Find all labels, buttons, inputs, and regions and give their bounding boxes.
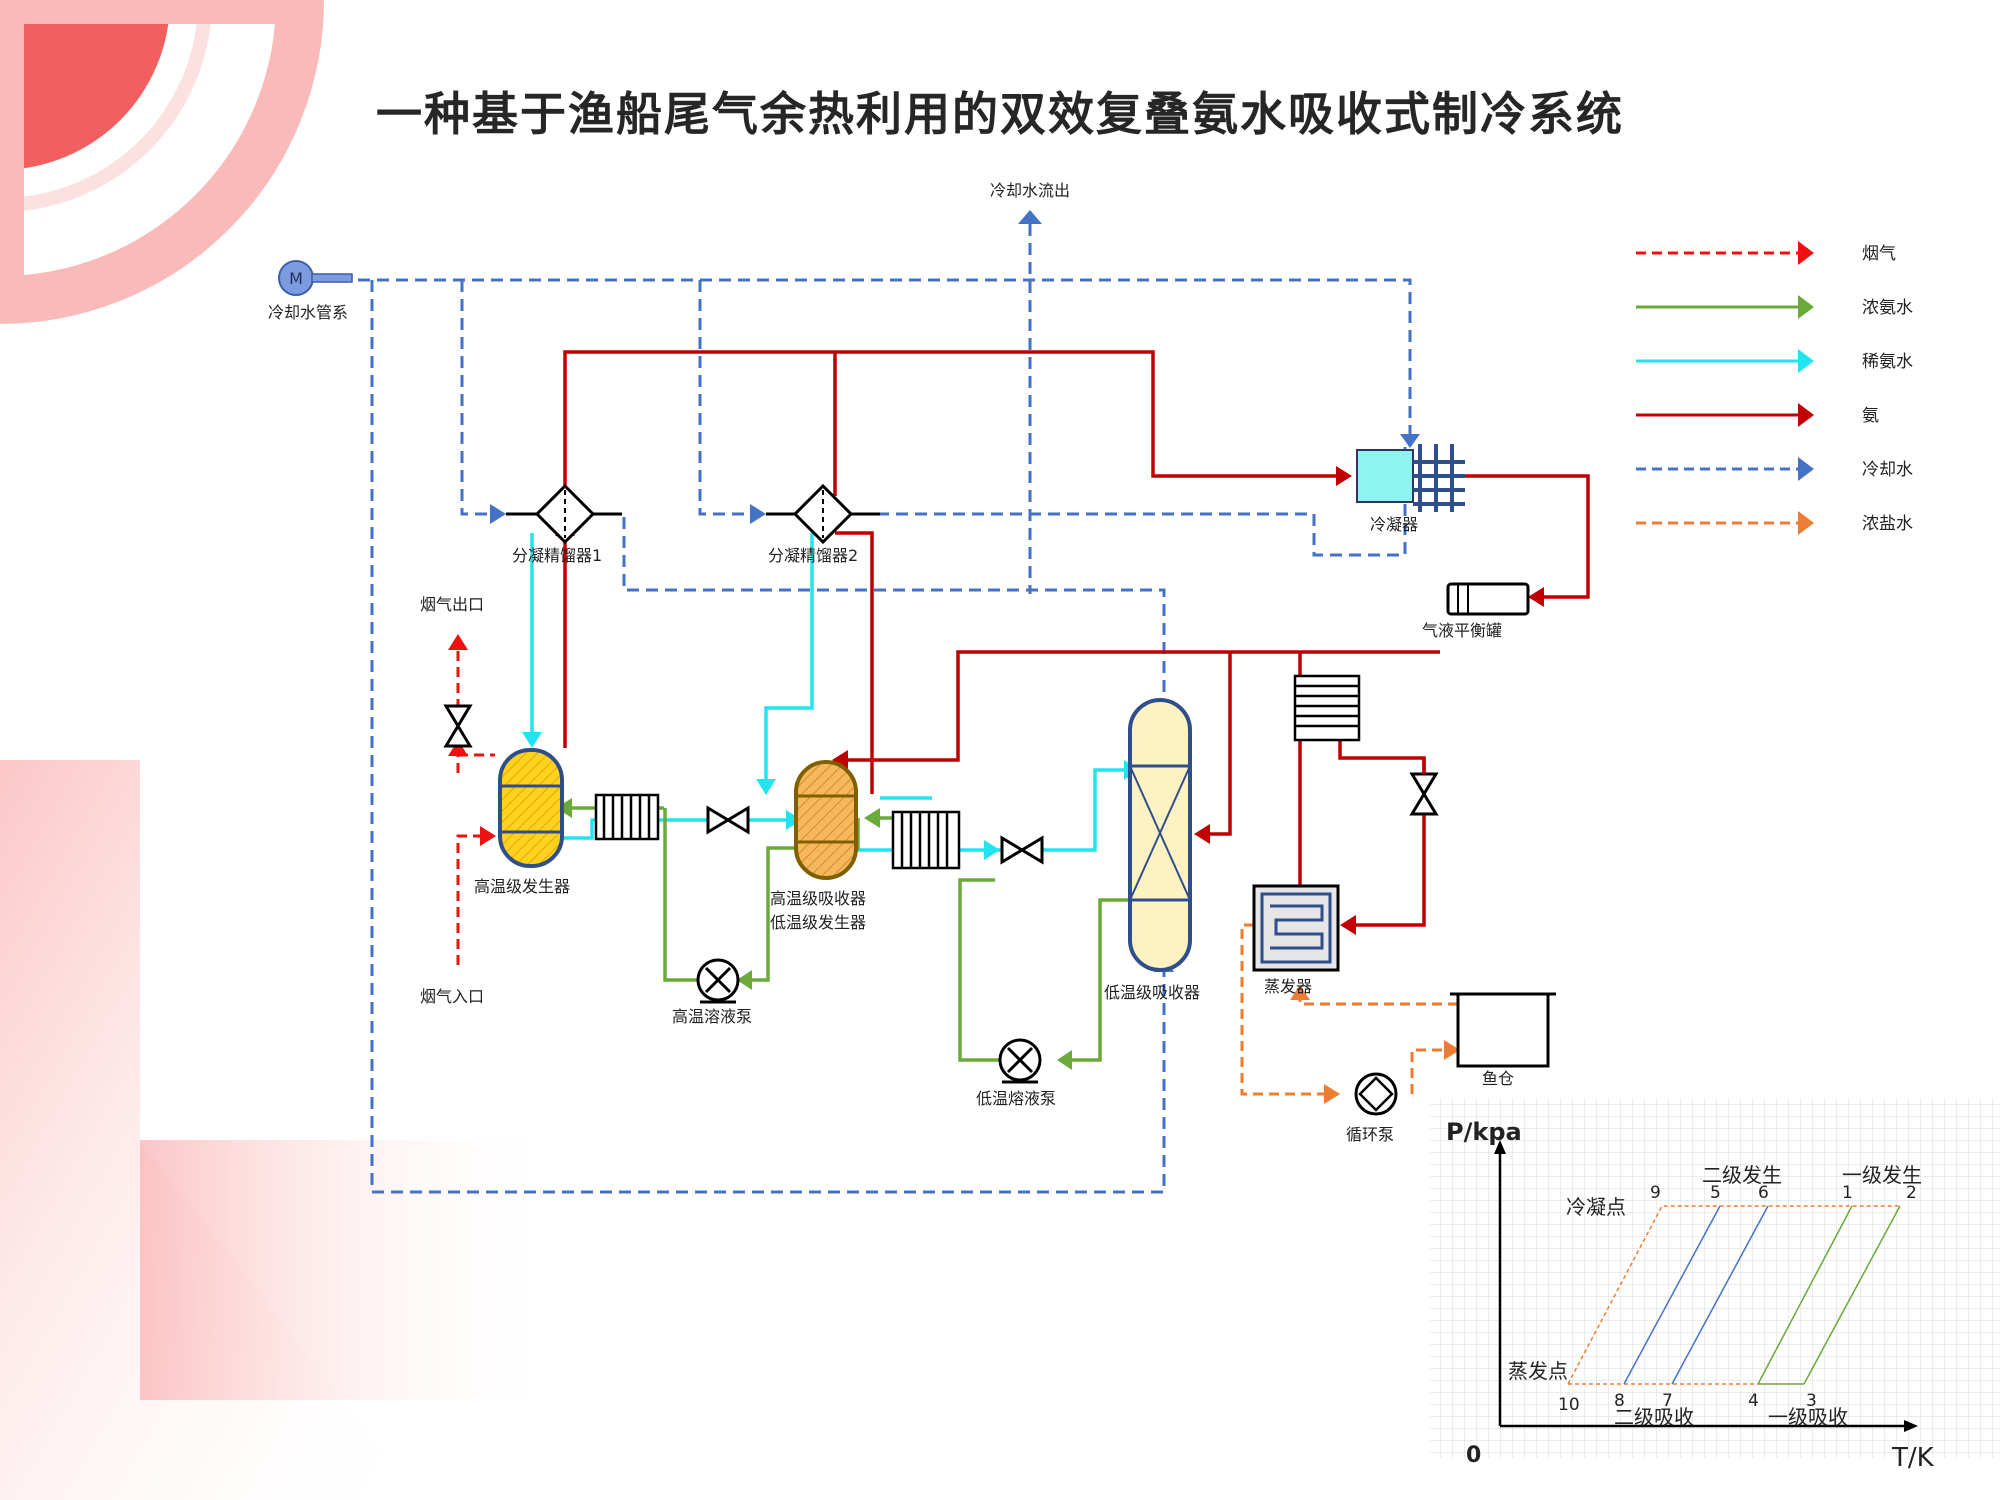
motor-icon: M xyxy=(278,260,353,296)
evaporator-label: 蒸发器 xyxy=(1264,977,1312,996)
legend-label: 浓盐水 xyxy=(1862,514,1913,534)
ht-generator-label: 高温级发生器 xyxy=(474,877,570,896)
legend-label: 氨 xyxy=(1862,406,1879,426)
dephlegmator2-label: 分凝精馏器2 xyxy=(768,546,858,565)
pt-diagram: P/kpa T/K 0 10 8 7 4 3 9 5 6 1 2 冷凝点 蒸发点 xyxy=(1430,1098,2000,1473)
cooling-out-label: 冷却水流出 xyxy=(990,181,1070,200)
pt-gen1-label: 一级发生 xyxy=(1842,1163,1922,1187)
balance-tank-label: 气液平衡罐 xyxy=(1422,621,1502,640)
ht-absorber-label: 高温级吸收器 xyxy=(770,889,866,908)
legend-item: 浓盐水 xyxy=(1636,511,1913,535)
cooling-water-lines xyxy=(320,224,1412,1194)
brine-arrows xyxy=(1290,985,1460,1104)
high-temp-generator xyxy=(498,748,564,868)
valve-exhaust[interactable] xyxy=(443,704,473,748)
heat-exchanger-3 xyxy=(1293,674,1361,742)
lt-generator-label: 低温级发生器 xyxy=(770,913,866,932)
pt-point-5: 5 xyxy=(1710,1183,1721,1203)
pt-evap-label: 蒸发点 xyxy=(1508,1359,1568,1383)
legend-arrow xyxy=(1798,511,1814,535)
low-temp-pump[interactable] xyxy=(998,1038,1042,1084)
exhaust-lines xyxy=(456,640,495,965)
legend-arrow xyxy=(1798,241,1814,265)
fish-hold xyxy=(1450,992,1556,1068)
evaporator xyxy=(1252,884,1340,972)
dephlegmator1-label: 分凝精馏器1 xyxy=(512,546,602,565)
exhaust-arrows xyxy=(448,634,496,846)
condenser-label: 冷凝器 xyxy=(1370,515,1418,534)
valve-2[interactable] xyxy=(1000,835,1044,865)
valve-3[interactable] xyxy=(1409,772,1439,816)
pt-xlabel: T/K xyxy=(1891,1443,1935,1473)
dephlegmator-2 xyxy=(766,483,880,545)
legend-item: 稀氨水 xyxy=(1636,349,1913,373)
lt-pump-label: 低温熔液泵 xyxy=(976,1089,1056,1108)
fish-hold-label: 鱼仓 xyxy=(1482,1069,1514,1088)
valve-1[interactable] xyxy=(706,805,750,835)
motor-letter: M xyxy=(289,269,303,288)
cooling-water-arrows xyxy=(490,210,1420,972)
legend-label: 浓氨水 xyxy=(1862,298,1913,318)
pt-point-2: 2 xyxy=(1906,1183,1917,1203)
low-temp-absorber xyxy=(1128,698,1192,972)
legend-item: 烟气 xyxy=(1636,241,1896,265)
pt-point-9: 9 xyxy=(1650,1183,1661,1203)
pt-abs2-label: 二级吸收 xyxy=(1614,1405,1694,1429)
exhaust-out-label: 烟气出口 xyxy=(420,595,484,614)
legend-arrow xyxy=(1798,349,1814,373)
ammonia-arrows xyxy=(555,466,1544,935)
circ-pump-label: 循环泵 xyxy=(1346,1125,1394,1144)
circulation-pump[interactable] xyxy=(1354,1072,1398,1116)
pt-point-7: 7 xyxy=(1662,1391,1673,1411)
legend-item: 冷却水 xyxy=(1636,457,1913,481)
high-temp-absorber xyxy=(794,760,858,880)
pt-point-10: 10 xyxy=(1558,1395,1580,1415)
dephlegmator-1 xyxy=(506,483,622,545)
page-title: 一种基于渔船尾气余热利用的双效复叠氨水吸收式制冷系统 xyxy=(376,87,1624,141)
legend-arrow xyxy=(1798,403,1814,427)
exhaust-in-label: 烟气入口 xyxy=(420,987,484,1006)
lt-absorber-label: 低温级吸收器 xyxy=(1104,983,1200,1002)
dilute-ammonia-lines xyxy=(530,533,1132,852)
legend-label: 冷却水 xyxy=(1862,460,1913,480)
legend-label: 烟气 xyxy=(1862,244,1896,264)
background-decoration xyxy=(0,0,560,1500)
pt-ylabel: P/kpa xyxy=(1446,1118,1522,1146)
pt-cond-label: 冷凝点 xyxy=(1566,1195,1626,1219)
legend-item: 氨 xyxy=(1636,403,1879,427)
heat-exchanger-1 xyxy=(594,793,660,841)
pt-point-6: 6 xyxy=(1758,1183,1769,1203)
pt-point-8: 8 xyxy=(1614,1391,1625,1411)
pt-abs1-label: 一级吸收 xyxy=(1768,1405,1848,1429)
condenser xyxy=(1356,444,1465,512)
pt-gen2-label: 二级发生 xyxy=(1702,1163,1782,1187)
gas-liquid-balance-tank xyxy=(1446,582,1530,616)
pt-point-4: 4 xyxy=(1748,1391,1759,1411)
legend-arrow xyxy=(1798,457,1814,481)
ht-pump-label: 高温溶液泵 xyxy=(672,1007,752,1026)
legend-item: 浓氨水 xyxy=(1636,295,1913,319)
cooling-system-label: 冷却水管系 xyxy=(268,303,348,322)
pt-point-1: 1 xyxy=(1842,1183,1853,1203)
pt-point-3: 3 xyxy=(1806,1391,1817,1411)
high-temp-pump[interactable] xyxy=(696,958,740,1004)
legend-arrow xyxy=(1798,295,1814,319)
heat-exchanger-2 xyxy=(891,810,961,870)
legend-label: 稀氨水 xyxy=(1862,352,1913,372)
pt-origin: 0 xyxy=(1466,1443,1481,1468)
